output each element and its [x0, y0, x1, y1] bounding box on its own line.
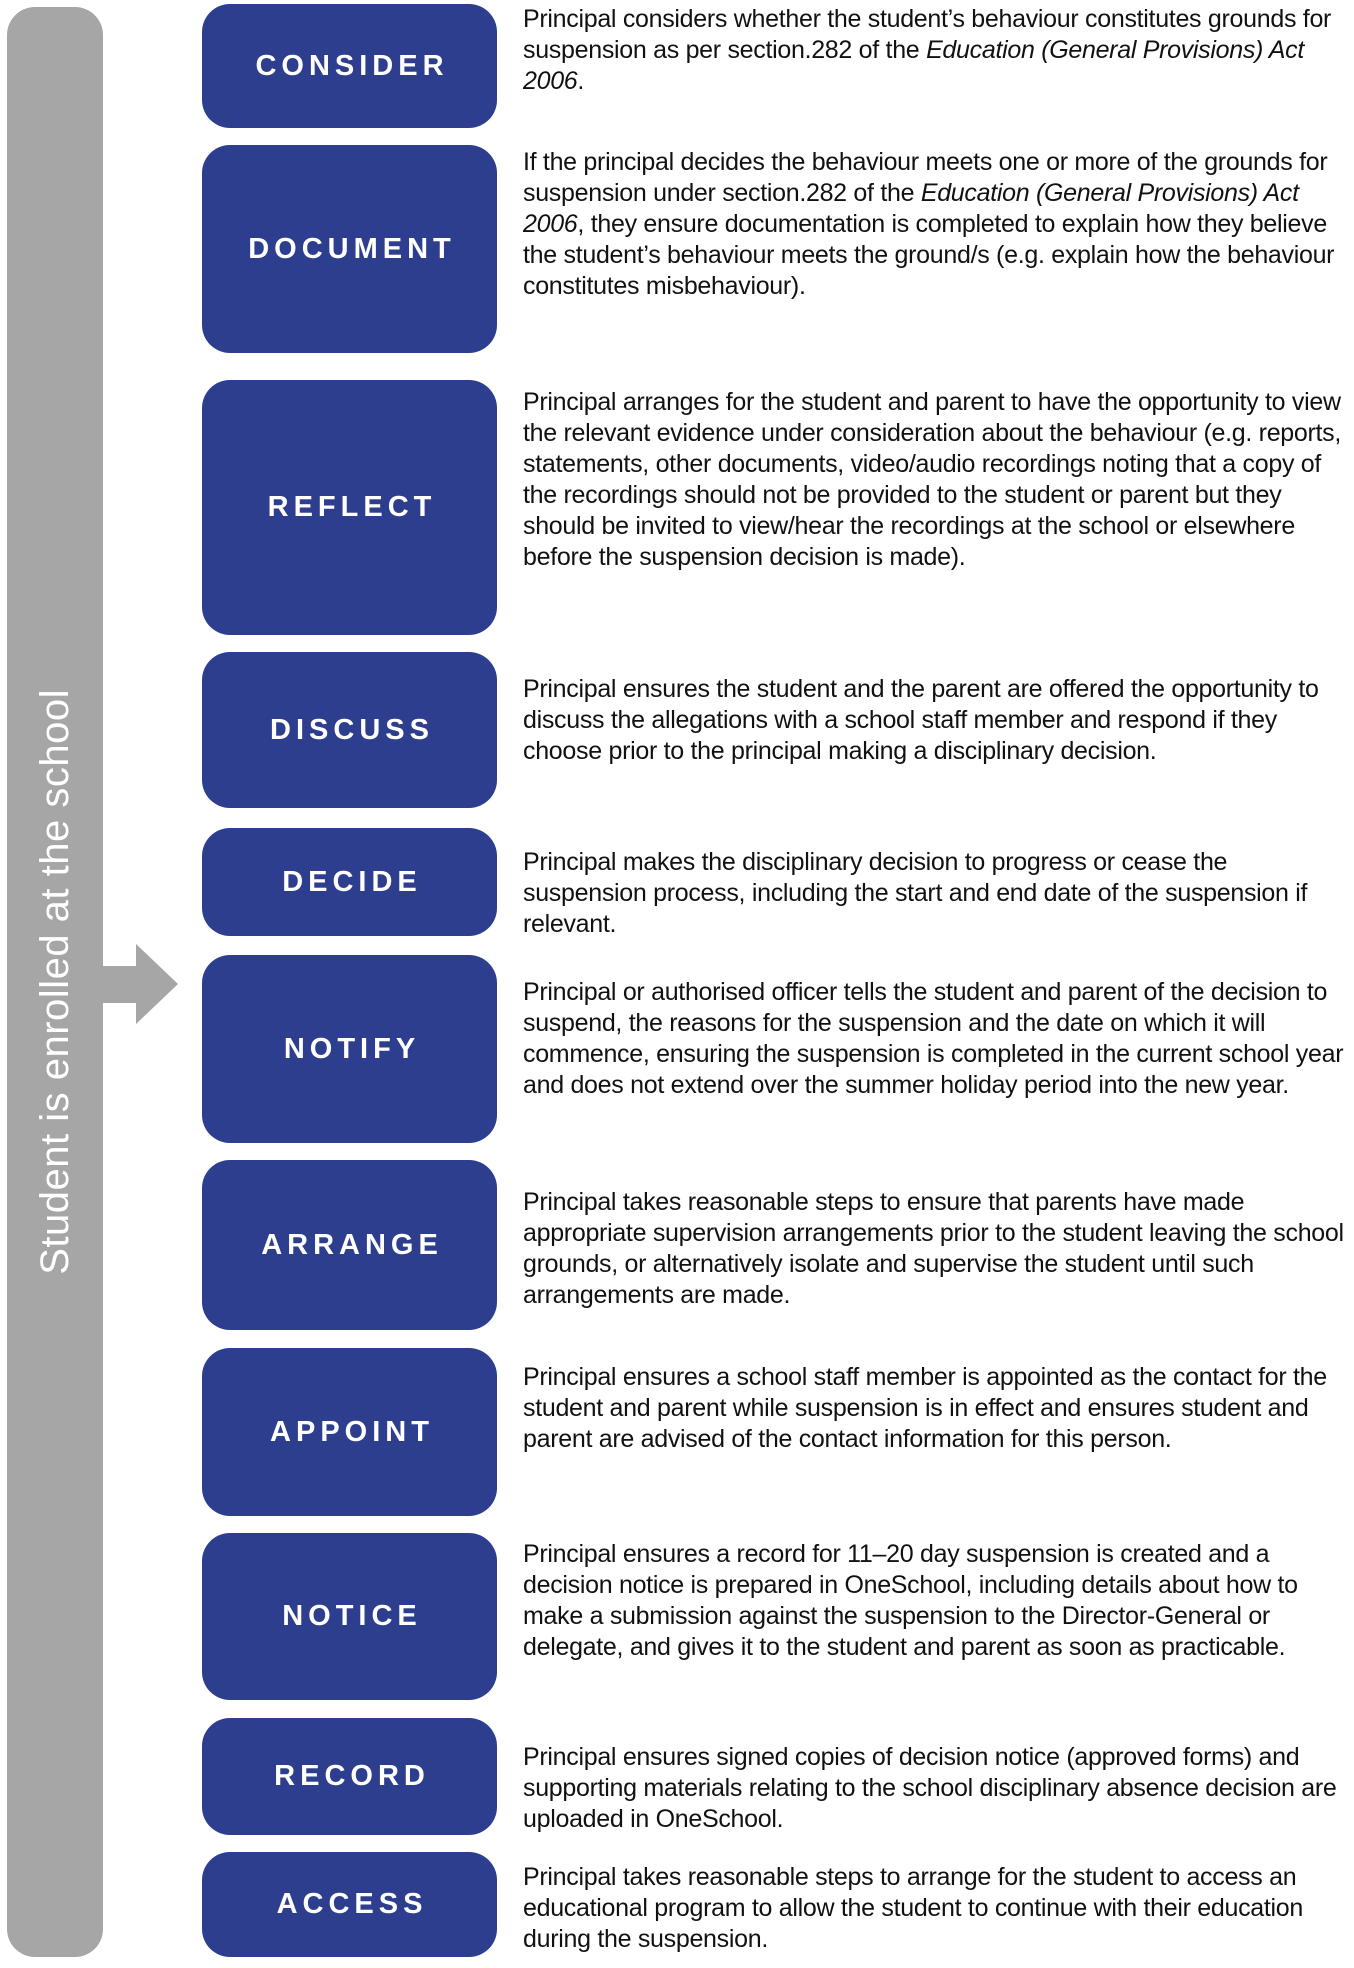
- step-description: Principal arranges for the student and p…: [523, 388, 1342, 571]
- enrolment-rail-label: Student is enrolled at the school: [32, 689, 77, 1275]
- step-description: Principal considers whether the student’…: [523, 5, 1332, 95]
- step-box-appoint: APPOINT: [202, 1348, 497, 1516]
- step-row-appoint: APPOINT Principal ensures a school staff…: [202, 1348, 1344, 1516]
- step-box-document: DOCUMENT: [202, 145, 497, 353]
- step-box-record: RECORD: [202, 1718, 497, 1835]
- step-box-consider: CONSIDER: [202, 4, 497, 128]
- step-label: APPOINT: [270, 1415, 434, 1448]
- step-label: DOCUMENT: [248, 232, 456, 265]
- step-row-decide: DECIDE Principal makes the disciplinary …: [202, 828, 1344, 940]
- step-box-reflect: REFLECT: [202, 380, 497, 635]
- step-description: If the principal decides the behaviour m…: [523, 148, 1335, 300]
- step-label: NOTICE: [282, 1600, 422, 1632]
- step-label: DISCUSS: [270, 713, 434, 746]
- step-description: Principal takes reasonable steps to ensu…: [523, 1188, 1344, 1309]
- step-description: Principal or authorised officer tells th…: [523, 978, 1344, 1099]
- step-row-reflect: REFLECT Principal arranges for the stude…: [202, 380, 1344, 635]
- enrolment-rail: Student is enrolled at the school: [7, 7, 103, 1957]
- step-row-notify: NOTIFY Principal or authorised officer t…: [202, 955, 1344, 1143]
- step-box-notify: NOTIFY: [202, 955, 497, 1143]
- step-label: CONSIDER: [255, 49, 449, 82]
- step-description: Principal ensures a school staff member …: [523, 1363, 1327, 1453]
- step-box-decide: DECIDE: [202, 828, 497, 936]
- step-description: Principal takes reasonable steps to arra…: [523, 1863, 1303, 1953]
- flow-arrow-head-icon: [136, 944, 178, 1024]
- step-label: ARRANGE: [261, 1228, 443, 1261]
- step-label: REFLECT: [267, 491, 437, 523]
- step-description: Principal ensures the student and the pa…: [523, 675, 1319, 765]
- step-box-discuss: DISCUSS: [202, 652, 497, 808]
- step-row-discuss: DISCUSS Principal ensures the student an…: [202, 652, 1344, 808]
- flow-arrow-icon: [101, 966, 137, 1003]
- step-row-record: RECORD Principal ensures signed copies o…: [202, 1718, 1344, 1835]
- step-label: RECORD: [274, 1760, 430, 1792]
- step-label: DECIDE: [282, 865, 422, 898]
- step-box-notice: NOTICE: [202, 1533, 497, 1700]
- step-row-access: ACCESS Principal takes reasonable steps …: [202, 1852, 1344, 1957]
- step-box-arrange: ARRANGE: [202, 1160, 497, 1330]
- step-description: Principal makes the disciplinary decisio…: [523, 848, 1308, 938]
- step-row-notice: NOTICE Principal ensures a record for 11…: [202, 1533, 1344, 1700]
- step-box-access: ACCESS: [202, 1852, 497, 1957]
- step-row-consider: CONSIDER Principal considers whether the…: [202, 4, 1344, 128]
- step-row-document: DOCUMENT If the principal decides the be…: [202, 145, 1344, 353]
- step-row-arrange: ARRANGE Principal takes reasonable steps…: [202, 1160, 1344, 1330]
- step-label: NOTIFY: [283, 1032, 421, 1065]
- step-description: Principal ensures a record for 11–20 day…: [523, 1540, 1298, 1661]
- step-description: Principal ensures signed copies of decis…: [523, 1743, 1337, 1833]
- step-label: ACCESS: [276, 1888, 428, 1920]
